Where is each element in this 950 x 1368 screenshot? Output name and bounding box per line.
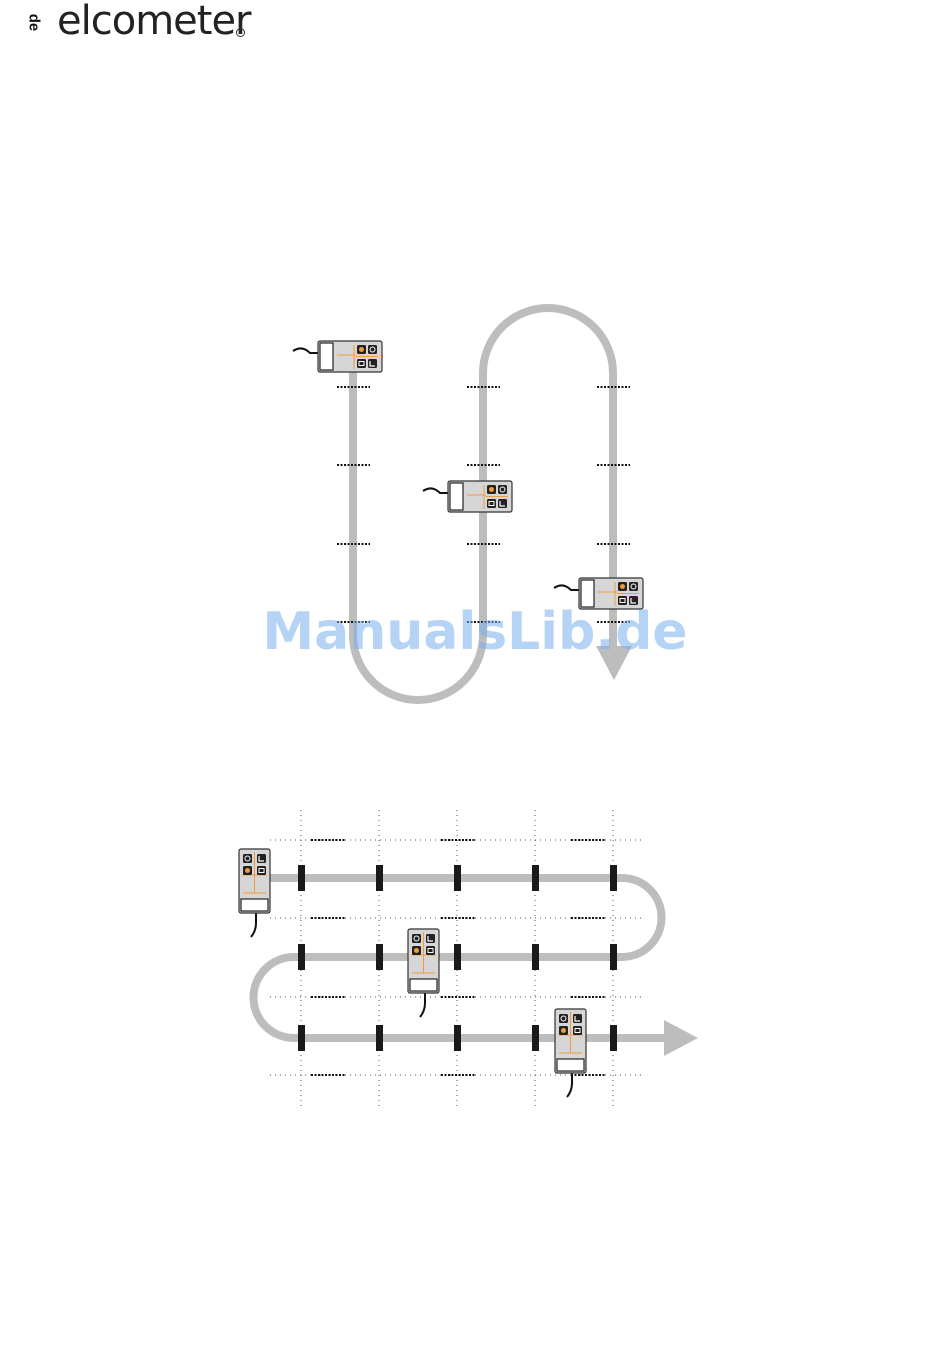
gauge-device-icon bbox=[423, 481, 512, 512]
arrow-head-icon bbox=[664, 1020, 698, 1056]
gauge-device-icon bbox=[555, 1009, 586, 1097]
gauge-device-icon bbox=[293, 341, 382, 372]
watermark: ManualsLib.de bbox=[0, 602, 950, 662]
gauge-device-icon bbox=[408, 929, 439, 1017]
gauge-device-icon bbox=[239, 849, 270, 937]
horizontal-scan-diagram bbox=[239, 810, 698, 1106]
